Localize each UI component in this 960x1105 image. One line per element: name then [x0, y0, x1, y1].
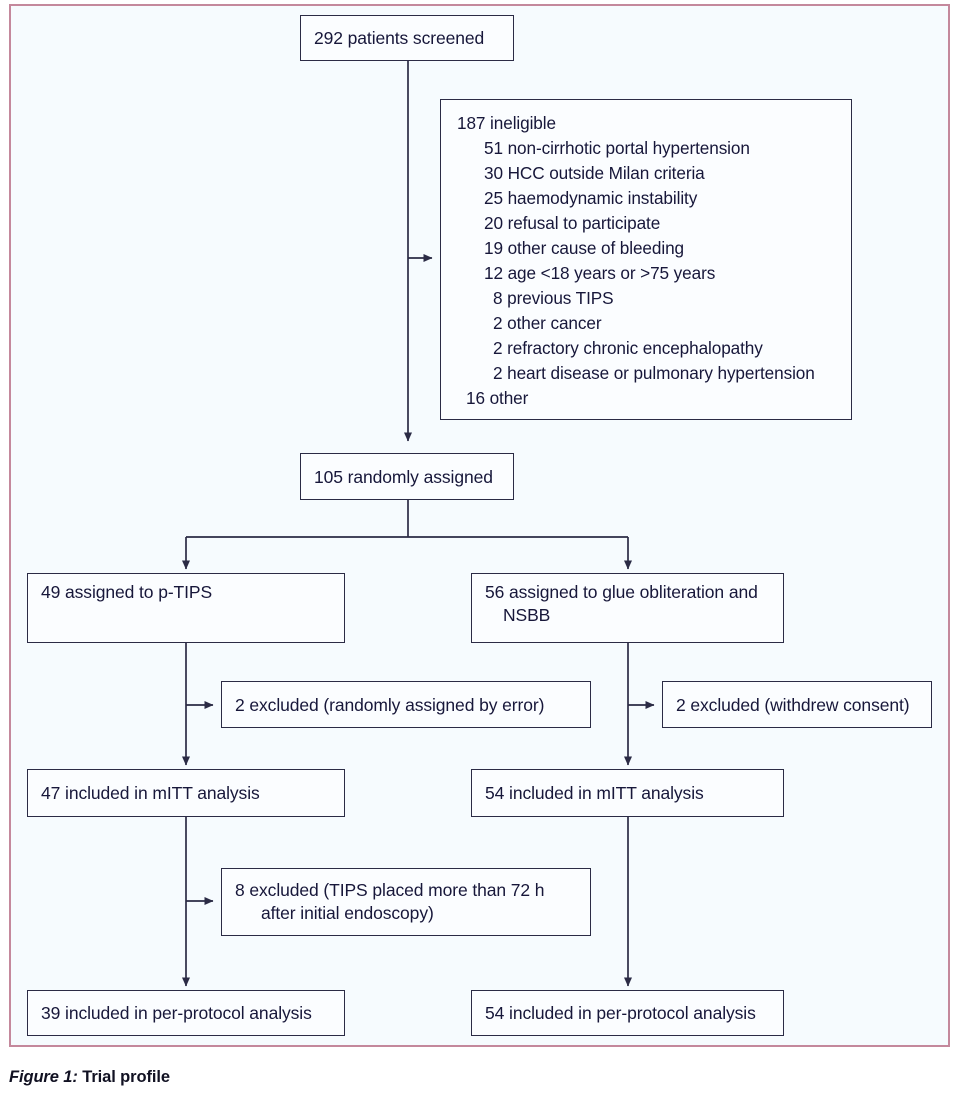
ineligible-item: 25 haemodynamic instability — [484, 188, 698, 209]
node-excluded-left-2: 8 excluded (TIPS placed more than 72 h a… — [221, 868, 591, 936]
figure-caption-title: Trial profile — [82, 1068, 170, 1086]
figure-caption: Figure 1: Trial profile — [9, 1068, 170, 1087]
node-mitt-left: 47 included in mITT analysis — [27, 769, 345, 817]
ineligible-item: 2 other cancer — [493, 313, 602, 334]
ineligible-item: 19 other cause of bleeding — [484, 238, 684, 259]
node-mitt-right: 54 included in mITT analysis — [471, 769, 784, 817]
node-screened-label: 292 patients screened — [314, 28, 485, 49]
node-perprotocol-right: 54 included in per-protocol analysis — [471, 990, 784, 1036]
node-excluded-left-1: 2 excluded (randomly assigned by error) — [221, 681, 591, 728]
arm-right-assigned-line1: 56 assigned to glue obliteration and — [485, 582, 758, 602]
ineligible-item: 12 age <18 years or >75 years — [484, 263, 716, 284]
ineligible-item: 51 non-cirrhotic portal hypertension — [484, 138, 750, 159]
arm-right-assigned-line2: NSBB — [503, 604, 551, 625]
mitt-right-label: 54 included in mITT analysis — [485, 783, 704, 804]
ineligible-item: 8 previous TIPS — [493, 288, 614, 309]
node-perprotocol-left: 39 included in per-protocol analysis — [27, 990, 345, 1036]
node-randomised-label: 105 randomly assigned — [314, 466, 493, 487]
perprotocol-right-label: 54 included in per-protocol analysis — [485, 1003, 756, 1024]
node-screened: 292 patients screened — [300, 15, 514, 61]
ineligible-item: 30 HCC outside Milan criteria — [484, 163, 705, 184]
excluded-left-2-line1: 8 excluded (TIPS placed more than 72 h — [235, 880, 545, 900]
flow-diagram: 292 patients screened 187 ineligible 51 … — [27, 15, 932, 1036]
ineligible-item: 2 refractory chronic encephalopathy — [493, 338, 763, 359]
node-excluded-right-1: 2 excluded (withdrew consent) — [662, 681, 932, 728]
node-arm-right-assigned: 56 assigned to glue obliteration and NSB… — [471, 573, 784, 643]
mitt-left-label: 47 included in mITT analysis — [41, 783, 260, 804]
ineligible-heading: 187 ineligible — [457, 113, 556, 133]
node-randomised: 105 randomly assigned — [300, 453, 514, 500]
perprotocol-left-label: 39 included in per-protocol analysis — [41, 1003, 312, 1024]
node-ineligible: 187 ineligible 51 non-cirrhotic portal h… — [440, 99, 852, 420]
ineligible-trailing: 16 other — [466, 388, 529, 409]
ineligible-item: 2 heart disease or pulmonary hypertensio… — [493, 363, 815, 384]
figure-number: Figure 1: — [9, 1068, 78, 1086]
excluded-left-2-line2: after initial endoscopy) — [261, 902, 434, 923]
node-arm-left-assigned: 49 assigned to p-TIPS — [27, 573, 345, 643]
excluded-left-1-label: 2 excluded (randomly assigned by error) — [235, 694, 545, 715]
arm-left-assigned-label: 49 assigned to p-TIPS — [41, 582, 213, 602]
ineligible-item: 20 refusal to participate — [484, 213, 661, 234]
excluded-right-1-label: 2 excluded (withdrew consent) — [676, 694, 910, 715]
